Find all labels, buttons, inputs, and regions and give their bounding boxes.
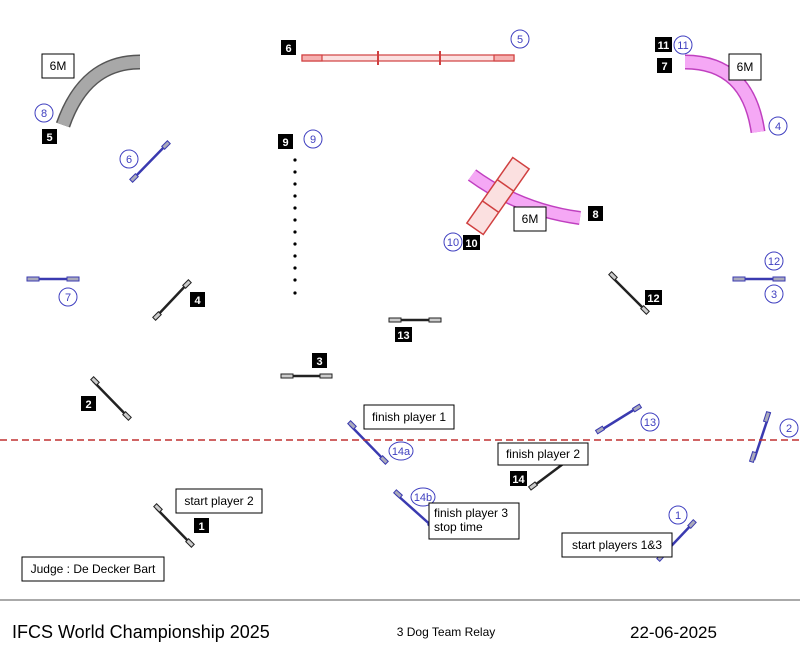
- blue-num-14b: 14b: [410, 487, 436, 507]
- black-num-14: 14: [510, 471, 527, 486]
- blue-num-1: 1: [668, 505, 688, 525]
- jump-blue-14a: [347, 420, 389, 465]
- black-num-10: 10: [463, 235, 480, 250]
- black-num-8: 8: [588, 206, 603, 221]
- blue-num-4: 4: [768, 116, 788, 136]
- blue-num-2: 2: [779, 418, 799, 438]
- label-finish-player-3: finish player 3 stop time: [428, 502, 520, 540]
- svg-text:11: 11: [658, 40, 670, 52]
- svg-text:10: 10: [465, 238, 477, 250]
- blue-num-13: 13: [640, 412, 660, 432]
- label-start-player-2: start player 2: [175, 488, 263, 514]
- svg-text:14a: 14a: [392, 446, 411, 458]
- svg-text:8: 8: [41, 108, 47, 120]
- label-finish-player-1: finish player 1: [363, 404, 455, 430]
- tunnel-length-left: 6M: [41, 53, 75, 79]
- course-date: 22-06-2025: [630, 623, 717, 642]
- jump-blue-7: [26, 276, 80, 282]
- blue-num-10: 10: [443, 232, 463, 252]
- jump-blue-2: [748, 410, 772, 464]
- jump-black-3: [280, 373, 333, 379]
- tunnel-length-center: 6M: [513, 206, 547, 232]
- svg-text:9: 9: [282, 137, 288, 149]
- svg-text:Judge : De Decker Bart: Judge : De Decker Bart: [31, 562, 156, 576]
- svg-text:3: 3: [316, 356, 322, 368]
- black-num-5: 5: [42, 129, 57, 144]
- svg-text:3: 3: [771, 289, 777, 301]
- svg-text:14b: 14b: [414, 492, 432, 504]
- svg-text:7: 7: [661, 61, 667, 73]
- blue-num-6: 6: [119, 149, 139, 169]
- blue-num-7: 7: [58, 287, 78, 307]
- weave-poles: [293, 158, 297, 295]
- class-name: 3 Dog Team Relay: [397, 625, 496, 639]
- svg-text:7: 7: [65, 292, 71, 304]
- svg-text:10: 10: [447, 237, 459, 249]
- svg-text:1: 1: [198, 521, 204, 533]
- event-title: IFCS World Championship 2025: [12, 622, 270, 642]
- black-num-4: 4: [190, 292, 205, 307]
- svg-text:6M: 6M: [737, 60, 754, 74]
- svg-text:12: 12: [647, 293, 659, 305]
- svg-text:12: 12: [768, 256, 780, 268]
- black-num-2: 2: [81, 396, 96, 411]
- blue-num-8: 8: [34, 103, 54, 123]
- svg-text:finish player 1: finish player 1: [372, 410, 446, 424]
- black-num-13: 13: [395, 327, 412, 342]
- black-num-9: 9: [278, 134, 293, 149]
- svg-text:start players 1&3: start players 1&3: [572, 538, 662, 552]
- blue-num-12: 12: [764, 251, 784, 271]
- jump-blue-6: [129, 140, 171, 183]
- svg-text:8: 8: [592, 209, 598, 221]
- black-num-6: 6: [281, 40, 296, 55]
- jump-black-13: [388, 317, 442, 323]
- jump-black-4: [152, 279, 192, 321]
- svg-text:finish player 3: finish player 3: [434, 506, 508, 520]
- dogwalk-top: [301, 51, 515, 65]
- svg-text:6M: 6M: [522, 212, 539, 226]
- label-finish-player-2: finish player 2: [497, 442, 589, 466]
- svg-text:6M: 6M: [50, 59, 67, 73]
- svg-text:2: 2: [85, 399, 91, 411]
- blue-num-11: 11: [673, 35, 693, 55]
- svg-text:4: 4: [775, 121, 781, 133]
- svg-text:start player 2: start player 2: [184, 494, 254, 508]
- black-num-7: 7: [657, 58, 672, 73]
- svg-text:14: 14: [512, 474, 525, 486]
- blue-num-5: 5: [510, 29, 530, 49]
- svg-text:stop time: stop time: [434, 520, 483, 534]
- jump-blue-13: [594, 403, 643, 435]
- tunnel-length-right: 6M: [728, 53, 762, 81]
- blue-num-9: 9: [303, 129, 323, 149]
- label-start-players-1-3: start players 1&3: [561, 532, 673, 558]
- svg-text:13: 13: [644, 417, 656, 429]
- jump-black-1: [153, 503, 195, 548]
- svg-text:finish player 2: finish player 2: [506, 447, 580, 461]
- blue-num-14a: 14a: [388, 441, 414, 461]
- svg-text:1: 1: [675, 510, 681, 522]
- svg-text:11: 11: [677, 40, 688, 52]
- jump-black-12: [608, 271, 650, 315]
- svg-text:13: 13: [397, 330, 409, 342]
- svg-text:5: 5: [46, 132, 52, 144]
- jump-black-2: [90, 376, 132, 421]
- black-num-12: 12: [645, 290, 662, 305]
- svg-text:4: 4: [194, 295, 201, 307]
- black-num-11: 11: [655, 37, 672, 52]
- judge-box: Judge : De Decker Bart: [21, 556, 165, 582]
- svg-text:6: 6: [285, 43, 291, 55]
- svg-text:6: 6: [126, 154, 132, 166]
- jump-blue-3-12: [732, 276, 786, 282]
- a-frame-center: [465, 156, 531, 236]
- black-num-1: 1: [194, 518, 209, 533]
- svg-text:5: 5: [517, 34, 523, 46]
- blue-num-3: 3: [764, 284, 784, 304]
- svg-text:9: 9: [310, 134, 316, 146]
- black-num-3: 3: [312, 353, 327, 368]
- svg-text:2: 2: [786, 423, 792, 435]
